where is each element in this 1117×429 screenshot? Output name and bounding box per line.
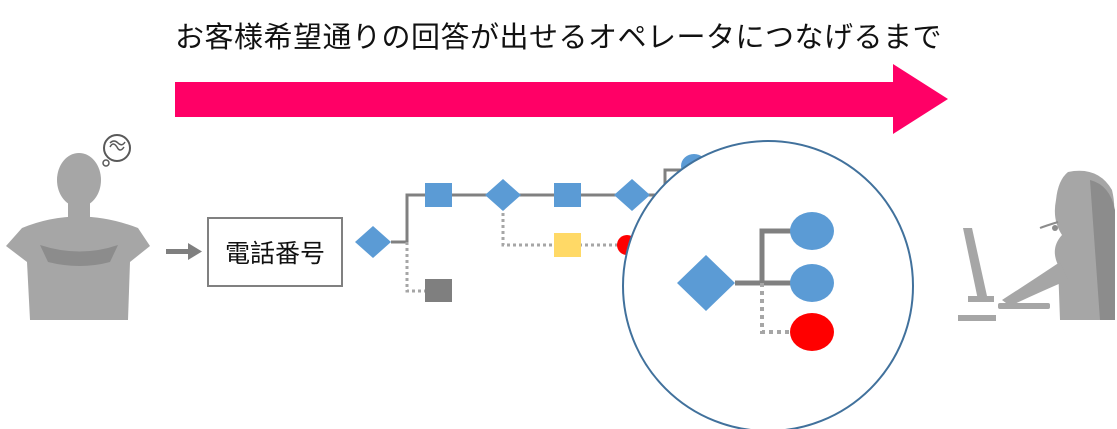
customer-to-phone-arrow	[166, 243, 202, 260]
zoom-circle	[622, 140, 914, 429]
flow-node-square-gray	[425, 279, 452, 302]
progress-arrow	[175, 64, 948, 134]
zoom-node-blue-top	[790, 212, 834, 250]
operator-headset-icon	[958, 170, 1115, 321]
flow-node-square-yellow	[554, 233, 581, 257]
zoom-connector-solid	[735, 228, 792, 286]
zoom-connector-dotted	[760, 283, 792, 334]
thought-bubble-icon	[102, 134, 131, 167]
zoom-node-blue-middle	[790, 264, 834, 302]
phone-number-box: 電話番号	[207, 217, 343, 287]
flow-node-diamond-2	[485, 179, 521, 211]
flow-node-square-1	[425, 183, 452, 207]
customer-silhouette-icon	[6, 153, 150, 320]
diagram-title: お客様希望通りの回答が出せるオペレータにつなげるまで	[174, 20, 942, 54]
zoom-node-diamond	[677, 255, 735, 311]
flow-node-diamond-3	[614, 179, 650, 211]
flow-node-square-2	[554, 183, 581, 207]
flow-node-diamond-1	[355, 226, 391, 258]
zoom-node-red-bottom	[790, 313, 834, 351]
